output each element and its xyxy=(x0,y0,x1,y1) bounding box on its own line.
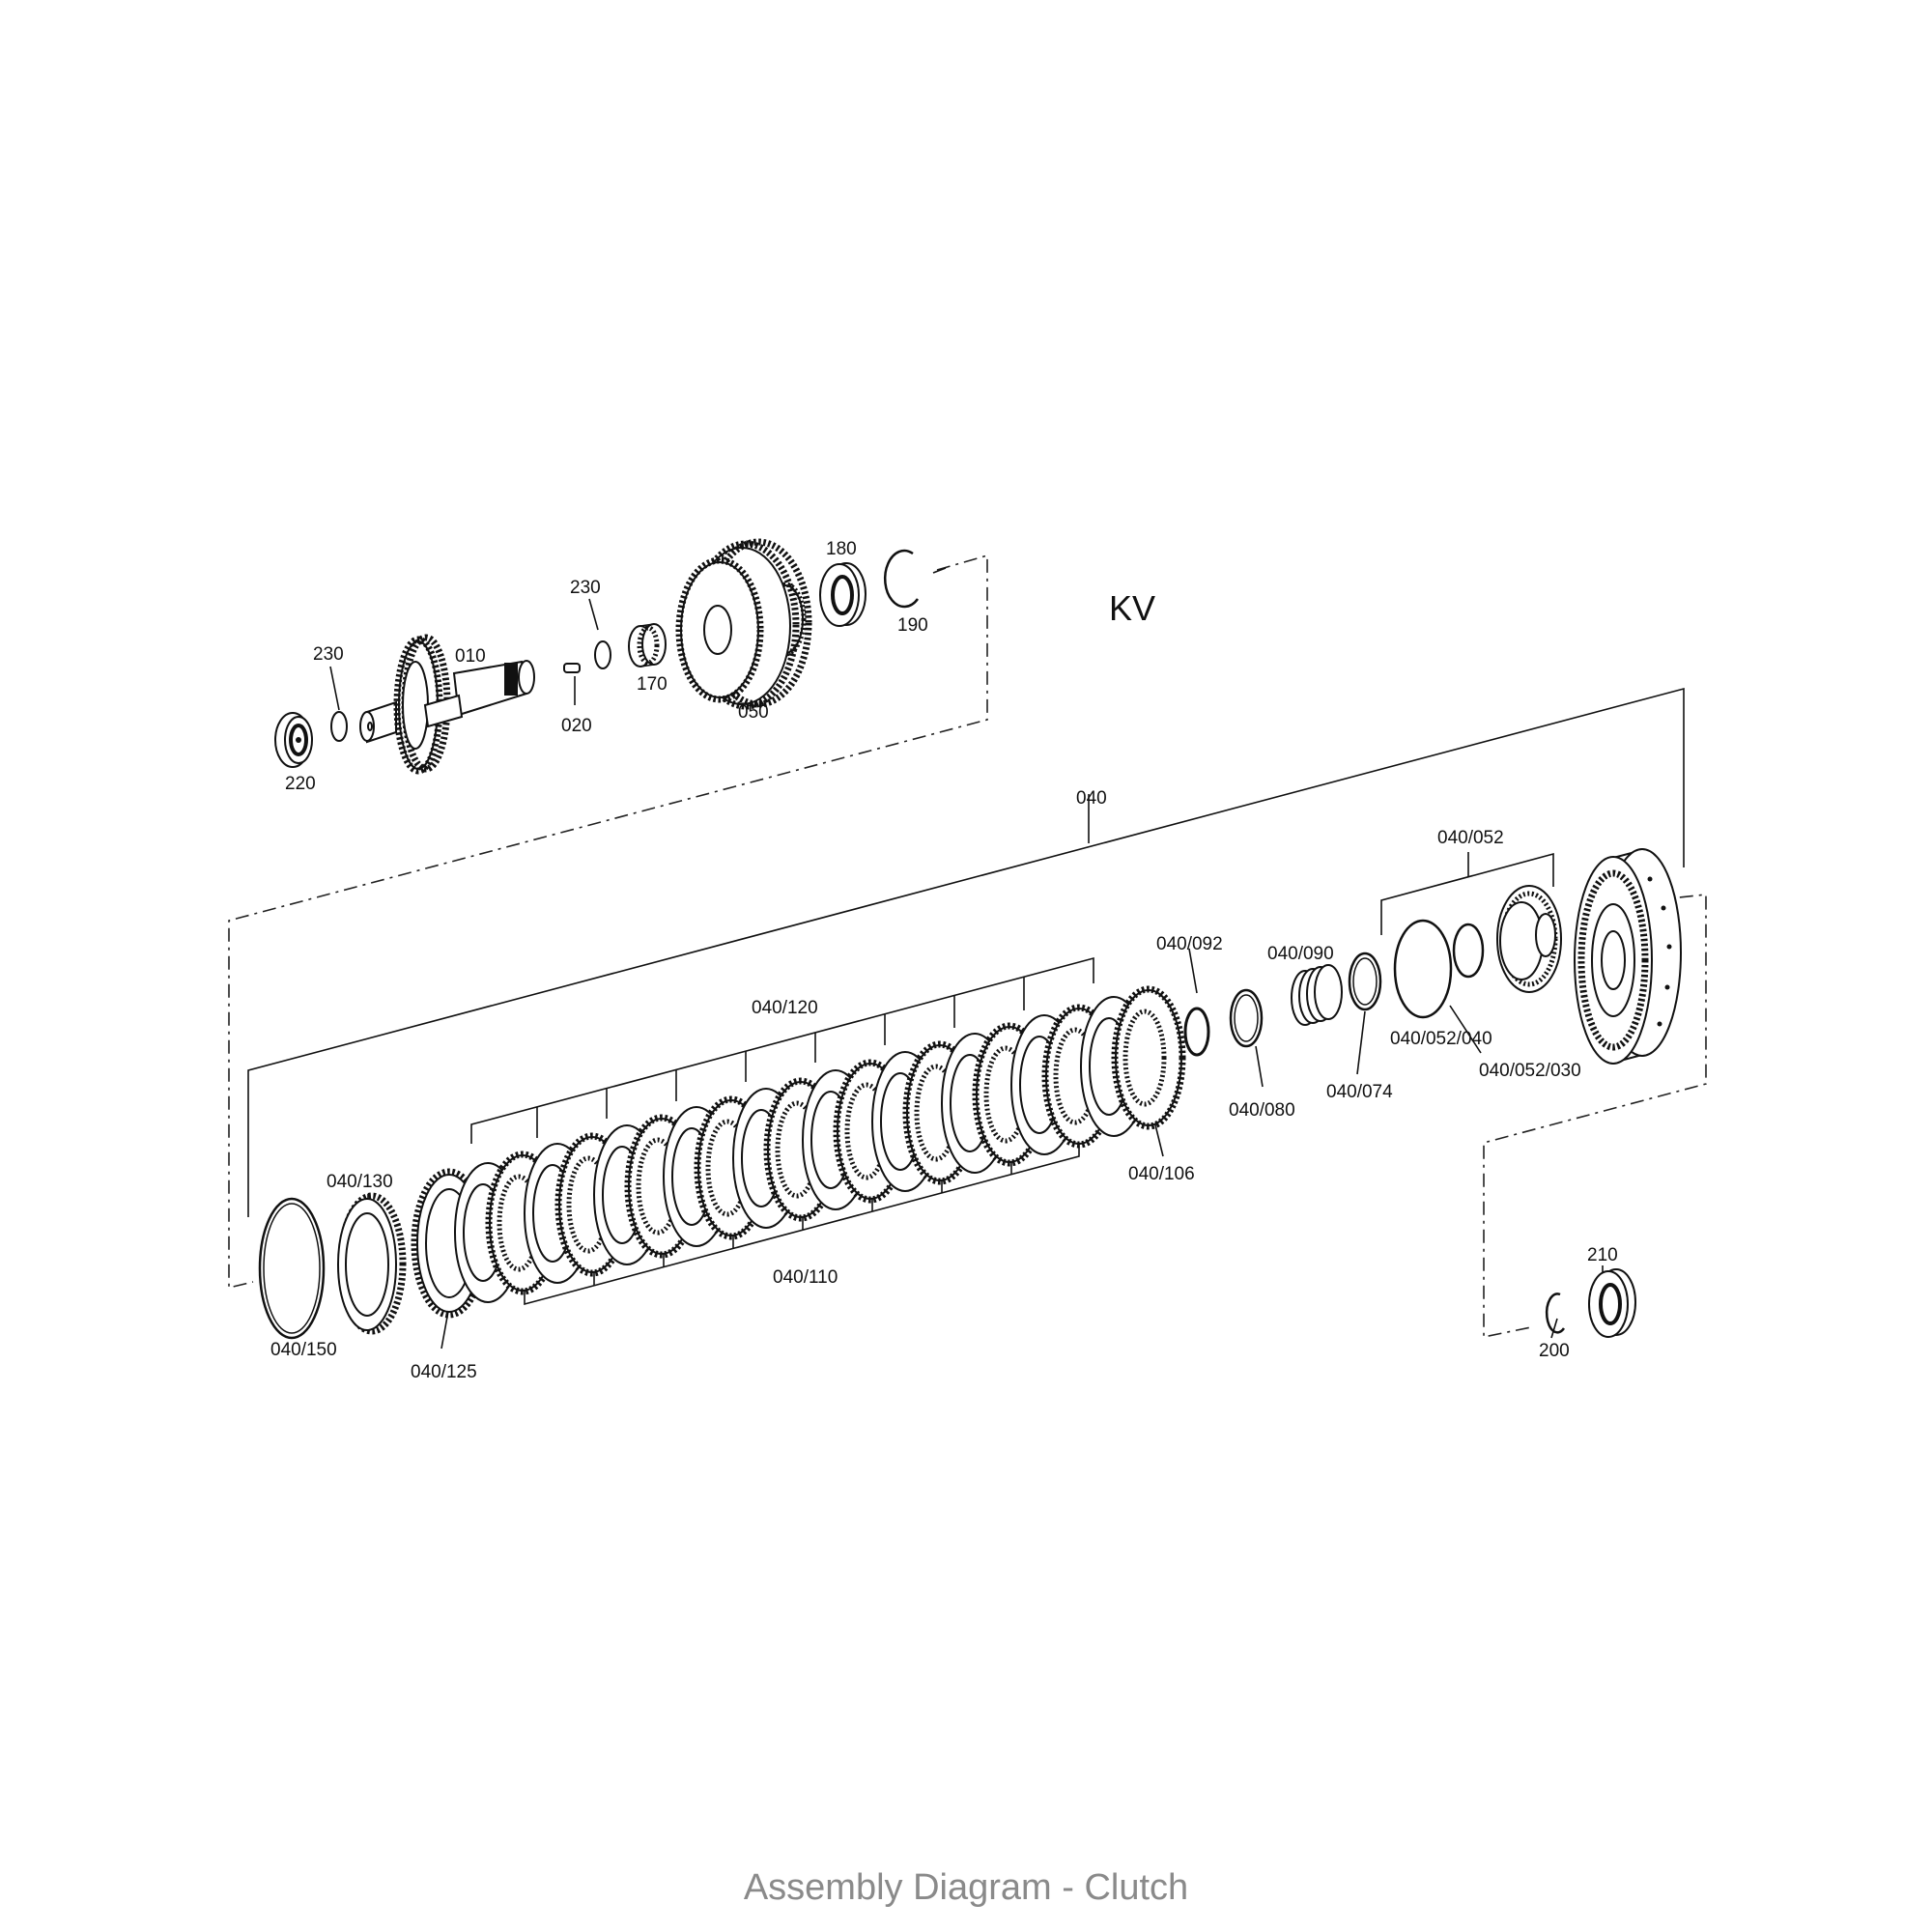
label-050: 050 xyxy=(738,702,769,723)
plate-040-130 xyxy=(337,1192,407,1335)
snap-ring-200 xyxy=(1545,1293,1566,1334)
label-040-120: 040/120 xyxy=(752,998,818,1018)
label-040-106: 040/106 xyxy=(1128,1164,1195,1184)
label-170: 170 xyxy=(637,674,668,695)
bracket-040-120 xyxy=(470,956,1094,1144)
label-210: 210 xyxy=(1587,1245,1618,1265)
label-040-130: 040/130 xyxy=(327,1172,393,1192)
inner-disc-10 xyxy=(1111,985,1186,1130)
label-040-092: 040/092 xyxy=(1156,934,1223,954)
snap-ring-040-092 xyxy=(1183,1007,1210,1057)
assembly-guide-lines xyxy=(228,554,1707,1338)
label-180: 180 xyxy=(826,539,857,559)
bracket-040-052 xyxy=(1380,852,1554,935)
bearing-180 xyxy=(819,562,867,627)
label-040-074: 040/074 xyxy=(1326,1082,1393,1102)
label-020: 020 xyxy=(561,716,592,736)
label-040: 040 xyxy=(1076,788,1107,809)
seal-040-052-030 xyxy=(1452,923,1485,979)
clutch-drum-040 xyxy=(1574,848,1682,1065)
bearing-210 xyxy=(1588,1268,1636,1338)
label-040-052: 040/052 xyxy=(1437,828,1504,848)
seal-040-052-040 xyxy=(1393,919,1453,1019)
bearing-220 xyxy=(274,712,313,768)
label-040-110: 040/110 xyxy=(773,1267,838,1288)
label-190: 190 xyxy=(897,615,928,636)
diagram-caption: Assembly Diagram - Clutch xyxy=(743,1867,1189,1908)
input-shaft-010 xyxy=(359,634,535,775)
label-040-080: 040/080 xyxy=(1229,1100,1295,1121)
label-220: 220 xyxy=(285,774,316,794)
label-040-150: 040/150 xyxy=(270,1340,337,1360)
label-040-125: 040/125 xyxy=(411,1362,477,1382)
o-ring-040-150 xyxy=(258,1197,326,1340)
bracket-040 xyxy=(247,687,1685,1217)
ring-230-left xyxy=(330,711,348,742)
label-040-052-030: 040/052/030 xyxy=(1479,1061,1581,1081)
spring-040-090 xyxy=(1291,964,1343,1026)
pin-020 xyxy=(563,663,581,673)
ring-040-074 xyxy=(1348,952,1382,1011)
ring-230-right xyxy=(594,640,611,669)
label-010: 010 xyxy=(455,646,486,667)
label-230-right: 230 xyxy=(570,578,601,598)
label-040-090: 040/090 xyxy=(1267,944,1334,964)
label-200: 200 xyxy=(1539,1341,1570,1361)
gear-050 xyxy=(675,538,812,710)
group-label-kv: KV xyxy=(1109,588,1155,628)
snap-ring-190 xyxy=(883,549,920,609)
ring-040-080 xyxy=(1229,988,1264,1048)
label-040-052-040: 040/052/040 xyxy=(1390,1029,1492,1049)
label-230-left: 230 xyxy=(313,644,344,665)
piston-040-052 xyxy=(1496,885,1562,993)
clutch-disc-pack xyxy=(454,985,1186,1303)
needle-bearing-170 xyxy=(628,623,667,668)
callouts: 220 230 010 020 230 170 050 180 190 040 … xyxy=(270,539,1618,1382)
leader-lines xyxy=(329,567,1604,1350)
